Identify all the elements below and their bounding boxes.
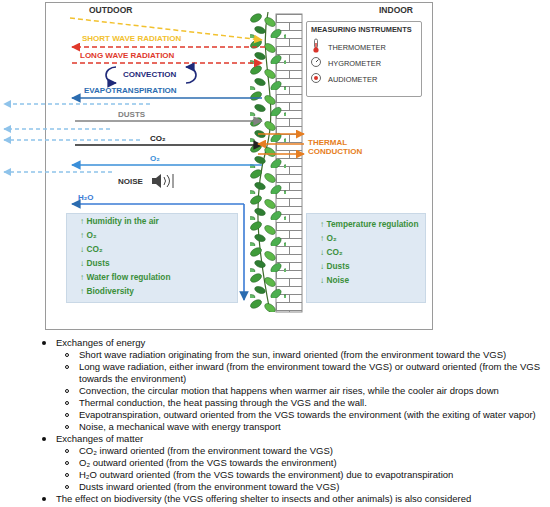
flow-label: H₂O [78, 193, 94, 202]
bullet-circle [65, 365, 69, 369]
effect-item: ↓ Dusts [320, 262, 350, 272]
bullet-circle [65, 401, 69, 405]
list-item: CO₂ inward oriented (from the environmen… [79, 445, 545, 457]
effect-item: ↑ Humidity in the air [80, 217, 159, 227]
outdoor-effects-box: ↑ Humidity in the air ↑ O₂ ↓ CO₂ ↓ Dusts ↑ W… [66, 213, 238, 303]
bullet-circle [65, 389, 69, 393]
bullet-circle [65, 449, 69, 453]
flow-label: CONVECTION [123, 70, 176, 79]
instrument-name: HYGROMETER [328, 60, 381, 69]
effect-item: ↑ O₂ [80, 231, 97, 241]
effect-item: ↑ Water flow regulation [80, 273, 171, 283]
list-heading: Exchanges of matter [56, 433, 545, 445]
bullet-dot [42, 341, 46, 345]
flow-label: NOISE [118, 177, 143, 186]
bullet-circle [65, 485, 69, 489]
list-item: H₂O outward oriented (from the VGS towar… [79, 469, 545, 481]
list-item: Evapotranspiration, outward oriented fro… [79, 409, 545, 421]
flow-label: O₂ [150, 154, 160, 163]
instruments-box: MEASURING INSTRUMENTS THERMOMETER HYGROMET… [306, 21, 422, 97]
list-item: Thermal conduction, the heat passing thr… [79, 397, 545, 409]
list-item: Convection, the circular motion that hap… [79, 385, 545, 397]
effect-item: ↓ Noise [320, 276, 349, 286]
list-item: Short wave radiation originating from th… [79, 349, 545, 361]
flow-label: CO₂ [150, 134, 166, 143]
effect-item: ↓ CO₂ [80, 245, 103, 255]
zone-heading: INDOOR [379, 6, 413, 16]
effect-item: ↑ O₂ [320, 234, 337, 244]
list-item: Noise, a mechanical wave with energy tra… [79, 421, 545, 433]
instrument-name: THERMOMETER [328, 44, 386, 53]
zone-heading: OUTDOOR [89, 6, 132, 16]
effect-item: ↓ CO₂ [320, 248, 343, 258]
list-item: Long wave radiation, either inward (from… [79, 361, 545, 385]
flow-label: DUSTS [118, 110, 145, 119]
bullet-dot [42, 497, 46, 501]
bullet-circle [65, 425, 69, 429]
list-heading: The effect on biodiversity (the VGS offe… [56, 493, 545, 505]
flow-label: LONG WAVE RADIATION [80, 51, 174, 60]
effect-item: ↓ Dusts [80, 259, 110, 269]
bullet-circle [65, 413, 69, 417]
list-item: Dusts inward oriented (from the environm… [79, 481, 545, 493]
list-item: O₂ outward oriented (from the VGS toward… [79, 457, 545, 469]
box-heading: MEASURING INSTRUMENTS [311, 26, 412, 35]
effect-item: ↑ Biodiversity [80, 287, 134, 297]
list-heading: Exchanges of energy [56, 337, 545, 349]
indoor-effects-box: ↑ Temperature regulation ↑ O₂ ↓ CO₂ ↓ Dusts… [306, 213, 426, 303]
instrument-name: AUDIOMETER [328, 76, 377, 85]
bullet-circle [65, 461, 69, 465]
flow-label: THERMAL CONDUCTION [308, 138, 380, 156]
flow-label: EVAPOTRANSPIRATION [84, 86, 177, 95]
bullet-circle [65, 473, 69, 477]
flow-label: SHORT WAVE RADIATION [82, 34, 181, 43]
effect-item: ↑ Temperature regulation [320, 220, 419, 230]
bullet-circle [65, 353, 69, 357]
bullet-dot [42, 437, 46, 441]
